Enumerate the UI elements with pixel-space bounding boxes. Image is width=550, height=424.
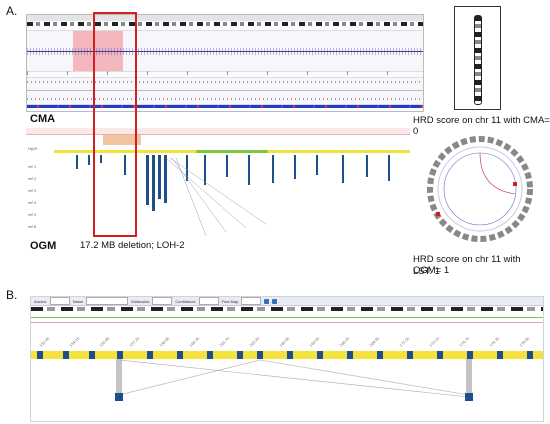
- svg-text:157.2k: 157.2k: [129, 336, 141, 348]
- cma-probe-scatter: [27, 48, 423, 55]
- settings-icon[interactable]: [272, 298, 278, 304]
- zoom-ideogram: [31, 307, 543, 311]
- circos-plot: [427, 136, 533, 242]
- panel-b-letter: B.: [6, 288, 18, 302]
- svg-text:Hg19: Hg19: [28, 147, 37, 151]
- ogm-viewer: Hg19 ref 1 ref 2 ref 3 ref 4 ref 5 ref 6: [26, 128, 410, 240]
- svg-text:173.1k: 173.1k: [429, 336, 441, 348]
- anchor-field[interactable]: [49, 297, 70, 305]
- molecules-label: Molecules: [131, 298, 150, 304]
- svg-text:ref 6: ref 6: [28, 225, 36, 229]
- svg-text:152.4k: 152.4k: [39, 336, 51, 348]
- cma-toolbar[interactable]: [27, 15, 423, 21]
- ogm-label: OGM: [30, 240, 57, 252]
- molecules-field[interactable]: [152, 297, 173, 305]
- svg-text:176.3k: 176.3k: [489, 336, 501, 348]
- cma-ideogram: [27, 22, 423, 26]
- svg-text:154.1k: 154.1k: [69, 336, 81, 348]
- svg-text:155.8k: 155.8k: [99, 336, 111, 348]
- name-label: Name: [72, 298, 84, 304]
- hrd-ogm-text: HRD score on chr 11 with OGM= 1: [413, 254, 521, 276]
- cma-baf-top: [27, 81, 423, 83]
- svg-text:161.7k: 161.7k: [219, 336, 231, 348]
- zoom-icon[interactable]: [264, 298, 270, 304]
- viewer-toolbar: Anchor Name Molecules Confidence Find Ma…: [31, 297, 543, 306]
- ogm-deletion-caption: 17.2 MB deletion; LOH-2: [80, 240, 185, 251]
- chromosome-11-icon: [474, 15, 482, 105]
- svg-text:ref 2: ref 2: [28, 177, 36, 181]
- ogm-annotation-track: [26, 135, 410, 145]
- svg-text:ref 1: ref 1: [28, 165, 36, 169]
- svg-text:ref 3: ref 3: [28, 189, 36, 193]
- zoom-red-line: [31, 322, 543, 323]
- zoom-green-line: [31, 317, 543, 318]
- svg-text:158.9k: 158.9k: [159, 336, 171, 348]
- cma-probe-line: [27, 51, 423, 52]
- svg-text:174.7k: 174.7k: [459, 336, 471, 348]
- svg-text:160.3k: 160.3k: [189, 336, 201, 348]
- cma-axis-ticks: [27, 71, 423, 75]
- find-map-label: Find Map: [221, 298, 239, 304]
- zoom-map-tracks: 152.4k 154.1k 155.8k 157.2k 158.9k 160.3…: [31, 336, 543, 401]
- svg-text:165.0k: 165.0k: [279, 336, 291, 348]
- find-map-field[interactable]: [241, 297, 262, 305]
- cma-baf-bottom: [27, 98, 423, 100]
- cma-baf-mid: [27, 90, 423, 91]
- svg-text:ref 4: ref 4: [28, 201, 37, 205]
- confidence-field[interactable]: [198, 297, 219, 305]
- anchor-label: Anchor: [34, 298, 47, 304]
- ogm-zoom-viewer: Anchor Name Molecules Confidence Find Ma…: [30, 296, 544, 422]
- svg-text:ref 5: ref 5: [28, 213, 36, 217]
- svg-text:166.6k: 166.6k: [309, 336, 321, 348]
- ogm-ruler: [26, 128, 410, 135]
- lst-text: LST: 1: [413, 266, 440, 277]
- cma-log2-track: [27, 30, 423, 72]
- svg-text:178.0k: 178.0k: [519, 336, 531, 348]
- panel-a-letter: A.: [6, 4, 18, 18]
- svg-text:163.4k: 163.4k: [249, 336, 261, 348]
- name-field[interactable]: [86, 297, 129, 305]
- cma-label: CMA: [30, 113, 56, 125]
- svg-text:169.9k: 169.9k: [369, 336, 381, 348]
- cma-segment-bar: [27, 105, 423, 108]
- ogm-reference-map: [54, 150, 410, 153]
- deletion-highlight-box: [93, 12, 137, 237]
- svg-text:171.5k: 171.5k: [399, 336, 411, 348]
- confidence-label: Confidence: [175, 298, 196, 304]
- chromosome-ideogram-box: [454, 6, 501, 110]
- svg-text:168.2k: 168.2k: [339, 336, 351, 348]
- ogm-molecules: Hg19 ref 1 ref 2 ref 3 ref 4 ref 5 ref 6: [28, 147, 390, 237]
- cma-viewer: [26, 14, 424, 112]
- cma-baf-track: [27, 77, 423, 105]
- hrd-cma-text: HRD score on chr 11 with CMA= 0: [413, 115, 550, 137]
